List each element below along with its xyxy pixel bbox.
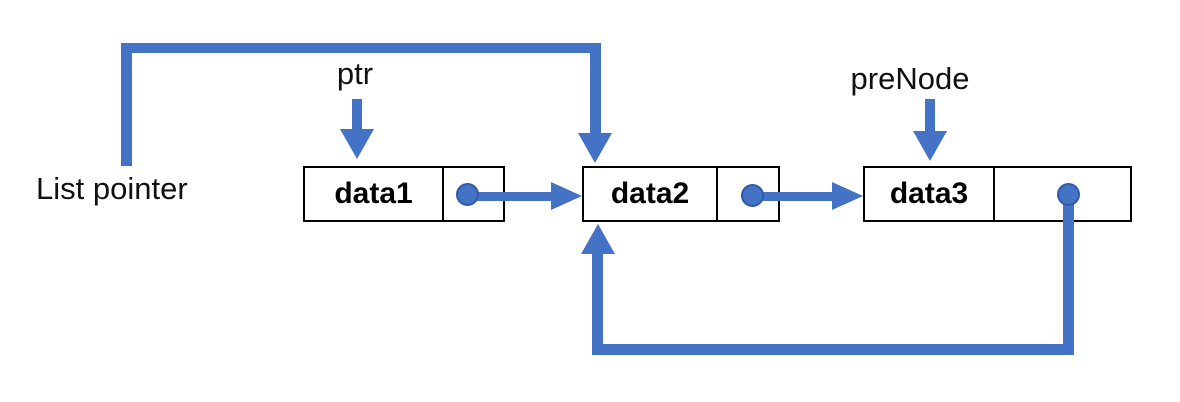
back-arrow-vertical-left	[592, 253, 603, 355]
back-arrowhead-up-icon	[581, 224, 615, 254]
list-pointer-arrow-vertical-left	[121, 43, 132, 166]
list-pointer-arrow-vertical-right	[590, 43, 601, 134]
next-arrow-2-shaft	[752, 192, 833, 201]
next-arrow-1-shaft	[467, 192, 553, 201]
node-data3: data3	[863, 166, 1132, 222]
prenode-arrow-shaft	[925, 99, 935, 132]
ptr-arrowhead-down-icon	[340, 129, 374, 159]
list-pointer-arrowhead-down-icon	[578, 133, 612, 163]
next-arrow-2-head-icon	[832, 182, 863, 210]
ptr-arrow-shaft	[352, 99, 362, 130]
back-arrow-horizontal-bottom	[592, 344, 1074, 355]
back-arrow-vertical-right	[1063, 194, 1074, 355]
next-arrow-1-head-icon	[551, 182, 582, 210]
node-data1-pointer-dot-icon	[456, 183, 479, 206]
node-data2-pointer-dot-icon	[741, 184, 764, 207]
node-data3-value-cell: data3	[865, 168, 995, 220]
node-data1-value-cell: data1	[305, 168, 444, 220]
node-data2-value-cell: data2	[584, 168, 718, 220]
node-data3-pointer-dot-icon	[1057, 183, 1080, 206]
prenode-arrowhead-down-icon	[913, 131, 947, 161]
list-pointer-arrow-horizontal-top	[121, 43, 601, 53]
list-pointer-label: List pointer	[36, 171, 188, 206]
prenode-label: preNode	[850, 61, 970, 96]
ptr-label: ptr	[336, 56, 374, 91]
